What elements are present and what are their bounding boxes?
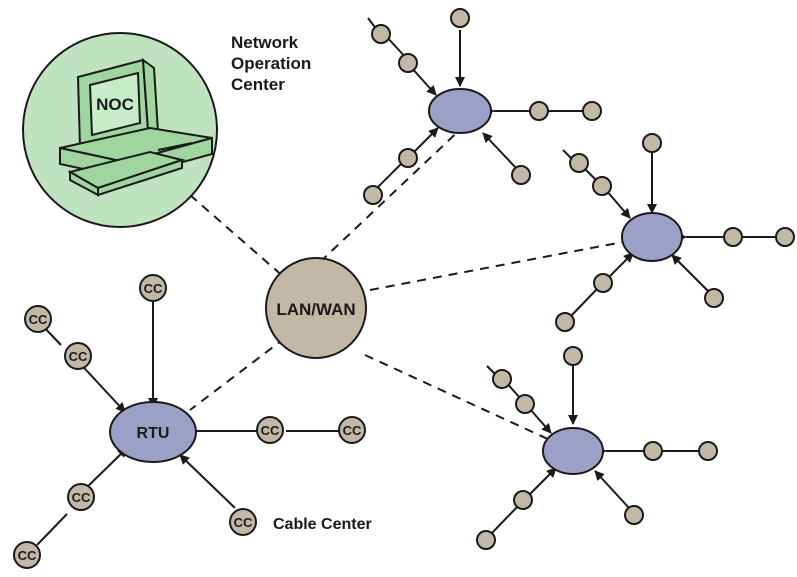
link-hub-rtu bbox=[189, 337, 286, 411]
link-noc-hub bbox=[189, 194, 286, 279]
noc-title-line-1: Network bbox=[231, 33, 299, 52]
cc-node-1: CC bbox=[144, 281, 163, 296]
cluster-right-node bbox=[621, 212, 683, 262]
noc-title-line-3: Center bbox=[231, 75, 285, 94]
rtu-node bbox=[109, 401, 197, 463]
noc-title: Network Operation Center bbox=[231, 33, 311, 94]
noc-title-line-2: Operation bbox=[231, 54, 311, 73]
cluster-right bbox=[555, 133, 795, 332]
link-hub-cluster-bottom bbox=[364, 354, 551, 441]
link-hub-cluster-right bbox=[369, 241, 624, 291]
cc-node-4: CC bbox=[261, 423, 280, 438]
cluster-bottom-node bbox=[542, 427, 604, 475]
rtu-label: RTU bbox=[137, 425, 170, 442]
cc-node-6: CC bbox=[72, 490, 91, 505]
cable-center-label: Cable Center bbox=[273, 516, 372, 533]
rtu-cluster: RTU CC CC CC CC CC CC CC CC Cable Center bbox=[13, 274, 372, 569]
cluster-top bbox=[363, 8, 602, 205]
noc-screen-label: NOC bbox=[96, 95, 134, 114]
cluster-bottom bbox=[476, 346, 718, 550]
hub-label: LAN/WAN bbox=[276, 300, 355, 319]
lan-wan-hub: LAN/WAN bbox=[265, 257, 367, 359]
cc-node-2: CC bbox=[29, 312, 48, 327]
cc-node-7: CC bbox=[234, 515, 253, 530]
link-hub-cluster-top bbox=[319, 124, 466, 263]
computer-icon bbox=[59, 57, 213, 197]
cluster-top-node bbox=[428, 88, 492, 134]
noc: NOC bbox=[22, 32, 218, 228]
cc-node-8: CC bbox=[18, 548, 37, 563]
cc-node-3: CC bbox=[69, 349, 88, 364]
hub-circle bbox=[265, 257, 367, 359]
backbone-links bbox=[189, 124, 624, 441]
cc-node-5: CC bbox=[343, 423, 362, 438]
